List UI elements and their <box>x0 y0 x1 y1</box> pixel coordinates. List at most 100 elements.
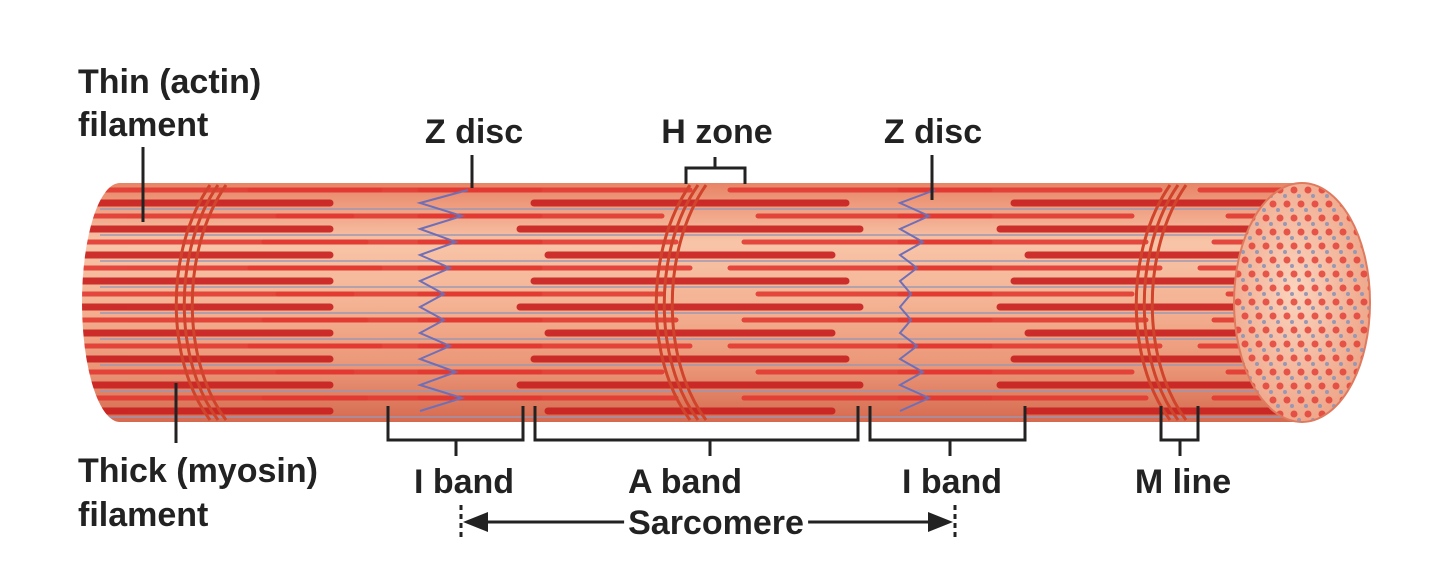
z-disc <box>897 189 936 412</box>
cross-section-dot <box>1276 264 1280 268</box>
cross-section-dot <box>1325 278 1329 282</box>
cross-section-dot <box>1276 320 1280 324</box>
cross-section-dot <box>1255 278 1259 282</box>
z-disc-lines <box>416 189 936 412</box>
cross-section-dot <box>1283 228 1291 236</box>
cross-section-dot <box>1304 214 1312 222</box>
cross-section-dot <box>1353 256 1361 264</box>
cross-section-dot <box>1304 242 1312 250</box>
cross-section-dot <box>1269 390 1273 394</box>
cross-section-dot <box>1297 340 1305 348</box>
cross-section-dot <box>1374 208 1378 212</box>
annotation-lines <box>141 147 1200 456</box>
cross-section-dot <box>1283 396 1291 404</box>
cross-section-dot <box>1360 404 1364 408</box>
cross-section-dot <box>1276 404 1280 408</box>
cross-section-dot <box>1297 278 1301 282</box>
cross-section-dot <box>1269 284 1277 292</box>
cross-section-dot <box>1297 362 1301 366</box>
cross-section-dot <box>1297 228 1305 236</box>
cross-section-dot <box>1283 390 1287 394</box>
cross-section-dot <box>1276 298 1284 306</box>
cross-section-dot <box>1311 390 1315 394</box>
h-zone-bracket <box>684 157 747 184</box>
cross-section-dot <box>1262 320 1266 324</box>
cross-section-dot <box>1346 376 1350 380</box>
cross-section-dot <box>1276 354 1284 362</box>
thick-filament-label-line1: Thick (myosin) <box>78 452 318 490</box>
cross-section-dot <box>1290 270 1298 278</box>
cross-section-dot <box>1318 404 1322 408</box>
cross-section-dot <box>1325 334 1329 338</box>
cross-section-dot <box>1255 312 1263 320</box>
cross-section-dot <box>1360 320 1364 324</box>
cross-section-dot <box>1311 312 1319 320</box>
cross-section-dot <box>1262 298 1270 306</box>
cross-section-dot <box>1332 264 1336 268</box>
cross-section-dot <box>1339 278 1343 282</box>
cross-section-dot <box>1325 194 1329 198</box>
cross-section-dot <box>1255 306 1259 310</box>
cross-section-dot <box>1367 368 1370 376</box>
cross-section-dot <box>1332 186 1340 194</box>
cross-section-dot <box>1311 222 1315 226</box>
cross-section-dot <box>1269 396 1277 404</box>
cross-section-dot <box>1241 256 1249 264</box>
cross-section-dot <box>1262 270 1270 278</box>
cross-section-dot <box>1367 418 1370 422</box>
cross-section-dot <box>1360 214 1368 222</box>
cross-section-dot <box>1241 284 1249 292</box>
sarcomere-left-arrowhead <box>463 512 488 532</box>
i-band-right-label: I band <box>901 463 1003 501</box>
cross-section-dot <box>1262 348 1266 352</box>
cross-section-dot <box>1339 306 1343 310</box>
cross-section-dot <box>1262 208 1266 212</box>
cross-section-dot <box>1332 320 1336 324</box>
cross-section-dot <box>1297 306 1301 310</box>
cross-section-dot <box>1311 228 1319 236</box>
cross-section-dot <box>1283 340 1291 348</box>
h-zone-label: H zone <box>661 113 773 151</box>
cross-section-dot <box>1283 368 1291 376</box>
cross-section-dot <box>1360 264 1364 268</box>
m-line-stripes <box>174 184 1188 421</box>
filament-bundle <box>82 187 1302 418</box>
cross-section-dot <box>1311 284 1319 292</box>
cross-section-dot <box>1360 410 1368 418</box>
m-line-stripe <box>1142 184 1180 421</box>
cross-section-dot <box>1353 284 1361 292</box>
cross-section-dot <box>1283 222 1287 226</box>
cross-section-dot <box>1290 326 1298 334</box>
cross-section-dot <box>1269 228 1277 236</box>
cross-section-dot <box>1318 242 1326 250</box>
cross-section-dot <box>1367 340 1370 348</box>
cross-section-dot <box>1304 404 1308 408</box>
cross-section-dot <box>1325 222 1329 226</box>
cross-section-dot <box>1346 264 1350 268</box>
cross-section-dot <box>1346 354 1354 362</box>
cross-section-dot <box>1276 348 1280 352</box>
m-line-stripe <box>662 184 700 421</box>
m-line-stripe <box>190 184 228 421</box>
cross-section-dot <box>1262 264 1266 268</box>
cross-section-dot <box>1269 306 1273 310</box>
cross-section-dot <box>1374 320 1378 324</box>
cross-section-dot <box>1241 250 1245 254</box>
cross-section-dot <box>1304 208 1308 212</box>
cross-section-dot <box>1346 242 1354 250</box>
cross-section-dot <box>1311 278 1315 282</box>
cross-section-dot <box>1248 298 1256 306</box>
cross-section-dot <box>1269 340 1277 348</box>
cross-section-dot <box>1297 250 1301 254</box>
m-line-stripe <box>174 184 212 421</box>
cross-section-dot <box>1276 270 1284 278</box>
cross-section-dot <box>1339 334 1343 338</box>
cross-section-dot <box>1276 208 1280 212</box>
cross-section-dot <box>1283 256 1291 264</box>
cross-section-dot <box>1241 312 1249 320</box>
i-band-left-bracket <box>386 406 525 456</box>
cross-section-dot <box>1339 390 1343 394</box>
cross-section-dot <box>1332 382 1340 390</box>
cross-section-dot <box>1353 194 1357 198</box>
